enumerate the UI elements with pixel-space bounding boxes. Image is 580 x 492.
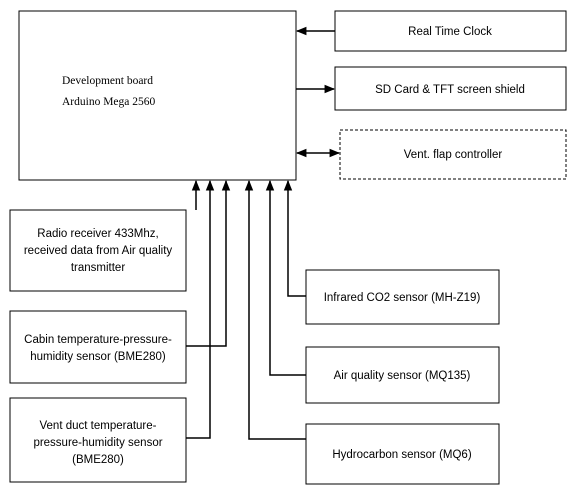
mq6-sensor-box: Hydrocarbon sensor (MQ6) — [305, 423, 500, 485]
mq135-connector — [265, 179, 306, 376]
mq6-connector — [244, 179, 306, 440]
sd-tft-label: SD Card & TFT screen shield — [375, 84, 525, 96]
radio-line2: received data from Air quality — [24, 245, 173, 257]
radio-receiver-box: Radio receiver 433Mhz, received data fro… — [9, 209, 187, 292]
dev-board-line1: Development board — [62, 75, 153, 87]
vent-flap-label: Vent. flap controller — [404, 149, 503, 161]
co2-label: Infrared CO2 sensor (MH-Z19) — [324, 292, 481, 304]
co2-connector — [283, 179, 306, 297]
cabin-connector — [186, 179, 231, 347]
rtc-box: Real Time Clock — [334, 10, 567, 52]
vent-flap-box: Vent. flap controller — [339, 129, 567, 180]
rtc-label: Real Time Clock — [408, 26, 492, 38]
duct-line3: (BME280) — [72, 454, 124, 466]
mq6-label: Hydrocarbon sensor (MQ6) — [332, 449, 471, 461]
radio-line1: Radio receiver 433Mhz, — [37, 228, 158, 240]
cabin-line2: humidity sensor (BME280) — [30, 351, 166, 363]
mq135-sensor-box: Air quality sensor (MQ135) — [305, 346, 500, 404]
cabin-sensor-box: Cabin temperature-pressure- humidity sen… — [9, 310, 187, 384]
sd-tft-box: SD Card & TFT screen shield — [334, 66, 567, 111]
duct-line2: pressure-humidity sensor — [33, 437, 162, 449]
duct-line1: Vent duct temperature- — [40, 420, 157, 432]
mq135-label: Air quality sensor (MQ135) — [334, 370, 471, 382]
dev-board-line2: Arduino Mega 2560 — [62, 96, 156, 108]
dev-board: Development board Arduino Mega 2560 — [18, 10, 297, 181]
duct-connector — [186, 179, 215, 439]
radio-line3: transmitter — [71, 262, 125, 274]
co2-sensor-box: Infrared CO2 sensor (MH-Z19) — [305, 269, 500, 325]
duct-sensor-box: Vent duct temperature- pressure-humidity… — [9, 397, 187, 483]
cabin-line1: Cabin temperature-pressure- — [24, 334, 172, 346]
